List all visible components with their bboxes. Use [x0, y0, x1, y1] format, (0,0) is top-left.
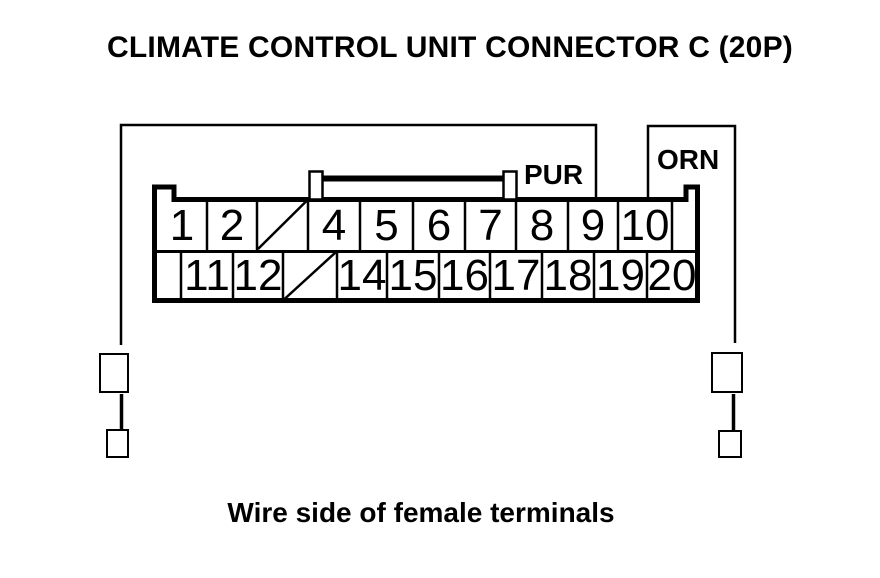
pin-cell-11: 11 [184, 251, 230, 300]
pin-cell-19: 19 [596, 251, 645, 300]
pin-cell-10: 10 [620, 200, 670, 250]
no-pin-slash-top [257, 199, 308, 250]
pin-cell-8: 8 [529, 200, 555, 250]
pin-cell-17: 17 [491, 251, 541, 300]
center-bar-tab-left [308, 170, 324, 201]
pin-cell-3-blocked [257, 201, 308, 250]
pin-cell-9: 9 [580, 200, 606, 250]
pin-cell-7: 7 [478, 200, 503, 250]
pin-cell-16: 16 [440, 251, 489, 300]
pin-cell-6: 6 [426, 200, 452, 250]
caption: Wire side of female terminals [227, 497, 615, 528]
pin-cell-18: 18 [543, 251, 593, 300]
left-terminal-box [99, 353, 129, 393]
pin-cell-1: 1 [169, 200, 195, 250]
pin-cell-4: 4 [321, 200, 347, 250]
page-title: CLIMATE CONTROL UNIT CONNECTOR C (20P) [107, 31, 793, 64]
right-terminal-small-box [718, 430, 742, 458]
pin-cell-5: 5 [374, 200, 399, 250]
right-terminal-box [711, 352, 743, 393]
pin-cell-13-blocked [283, 252, 337, 300]
blank-cell-bottom-left [157, 252, 181, 300]
blank-cell-top-right [672, 201, 696, 250]
no-pin-slash-bottom [283, 251, 337, 301]
pin-cell-14: 14 [337, 251, 387, 300]
pin-cell-15: 15 [388, 251, 438, 300]
pur-wire-line [119, 123, 598, 345]
pin-cell-2: 2 [219, 200, 245, 250]
center-bar-tab-right [502, 170, 518, 201]
left-terminal-small-box [106, 429, 129, 458]
wire-color-label-orn: ORN [657, 144, 720, 175]
wire-color-label-pur: PUR [524, 159, 584, 190]
pin-cell-12: 12 [233, 251, 283, 300]
orn-wire-line [646, 124, 737, 343]
pin-cell-20: 20 [647, 251, 697, 300]
